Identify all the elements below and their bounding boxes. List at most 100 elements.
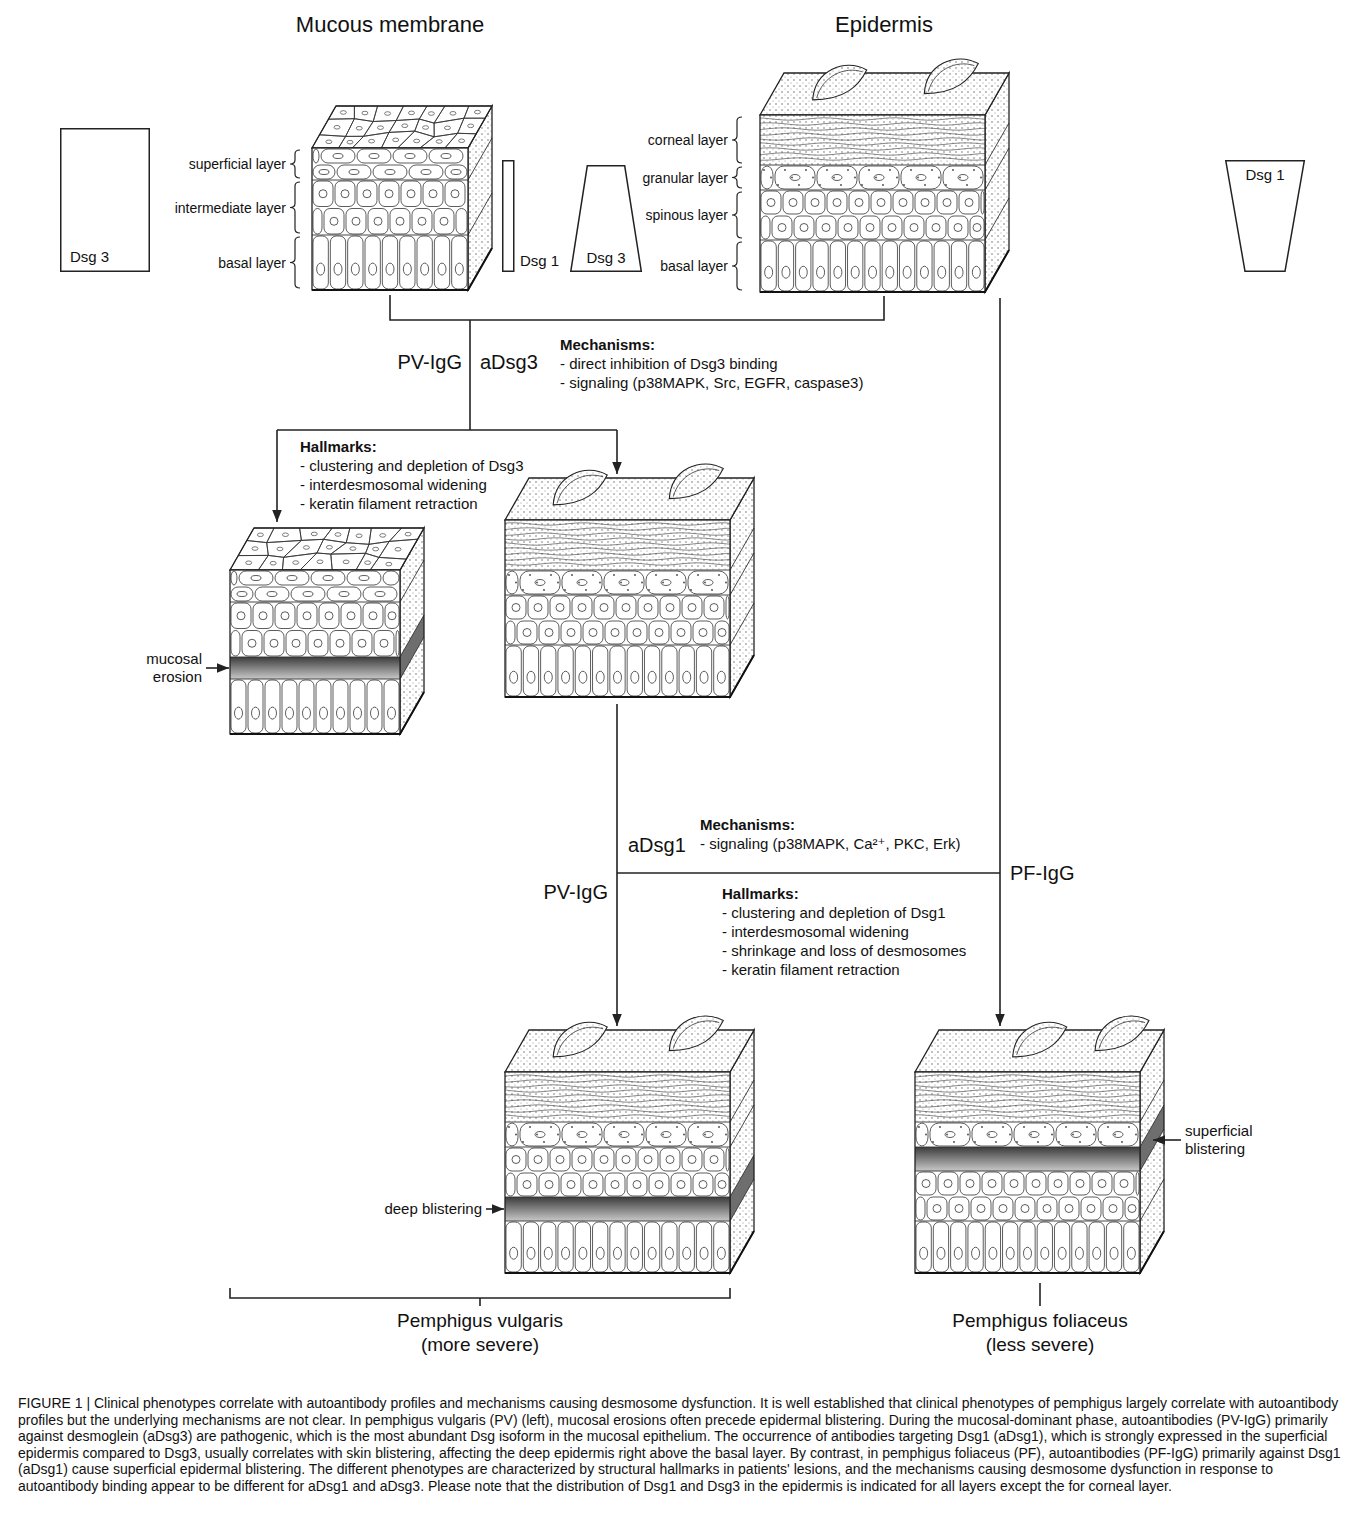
illustration-part <box>949 1197 969 1220</box>
illustration-part <box>253 603 273 629</box>
illustration-part <box>350 680 365 733</box>
layer-brace <box>732 117 742 163</box>
illustration-part <box>679 646 694 696</box>
illustration-part <box>320 707 328 719</box>
illustration-part <box>231 587 253 601</box>
illustration-part <box>937 1247 945 1259</box>
illustration-part <box>299 680 314 733</box>
illustration-part <box>868 169 870 171</box>
illustration-part <box>506 1173 515 1196</box>
illustration-part <box>690 1141 692 1143</box>
illustration-part <box>928 64 974 92</box>
illustration-part <box>988 1134 990 1136</box>
hallmark-text: - keratin filament retraction <box>722 961 900 979</box>
illustration-part <box>855 199 863 207</box>
illustration-part <box>875 177 877 179</box>
illustration-part <box>369 263 377 275</box>
illustration-part <box>400 236 415 289</box>
illustration-part <box>1002 1126 1004 1128</box>
illustration-part <box>611 1181 619 1189</box>
illustration-part <box>275 571 309 585</box>
illustration-part <box>326 545 332 549</box>
illustration-part <box>1114 1172 1134 1195</box>
illustration-part <box>558 646 573 696</box>
illustration-part <box>959 191 979 214</box>
illustration-part <box>251 576 261 581</box>
illustration-part <box>714 1222 729 1272</box>
illustration-part <box>284 539 324 557</box>
illustration-part <box>1128 1205 1136 1213</box>
illustration-part <box>248 680 263 733</box>
mechanism-heading: Mechanisms: <box>560 336 655 354</box>
illustration-part <box>505 478 754 520</box>
illustration-part <box>572 596 592 619</box>
illustration-part <box>553 1022 607 1057</box>
illustration-part <box>348 236 363 289</box>
illustration-part <box>960 1126 962 1128</box>
illustration-part <box>230 555 268 570</box>
illustration-part <box>1051 1134 1053 1136</box>
illustration-part <box>421 263 429 275</box>
illustration-part <box>312 235 468 236</box>
dsg-distribution-trapezoid: Dsg 3 <box>570 165 642 272</box>
illustration-part <box>385 603 399 629</box>
illustration-part <box>646 1123 686 1146</box>
illustration-part <box>889 169 891 171</box>
illustration-part <box>614 671 622 683</box>
illustration-part <box>1128 1126 1130 1128</box>
illustration-part <box>666 604 674 612</box>
illustration-part <box>436 140 442 144</box>
illustration-part <box>528 1148 548 1171</box>
hallmark-text-holder: - interdesmosomal widening <box>300 476 487 494</box>
illustration-part <box>363 190 371 198</box>
illustration-part <box>1076 1180 1084 1188</box>
layer-brace <box>290 182 300 233</box>
illustration-part <box>343 560 349 564</box>
illustration-part <box>921 199 929 207</box>
illustration-part <box>326 140 332 144</box>
illustration-part <box>816 216 836 239</box>
illustration-part <box>616 1148 636 1171</box>
illustration-part <box>505 1122 730 1123</box>
illustration-part <box>529 1126 531 1128</box>
illustration-part <box>388 612 396 620</box>
illustration-part <box>671 621 691 644</box>
illustration-part <box>1043 1205 1051 1213</box>
illustration-part <box>665 1247 673 1259</box>
hallmark-heading-holder: Hallmarks: <box>722 885 799 903</box>
illustration-part <box>505 1072 730 1273</box>
illustration-part <box>915 1147 1140 1148</box>
illustration-part <box>593 646 608 696</box>
illustration-part <box>313 165 335 179</box>
illustration-part <box>536 582 538 584</box>
illustration-part <box>683 1134 685 1136</box>
illustration-part <box>583 1173 603 1196</box>
illustration-part <box>1003 1222 1018 1272</box>
illustration-part <box>760 190 985 191</box>
illustration-part <box>341 603 361 629</box>
illustration-part <box>760 115 985 292</box>
caption-holder: FIGURE 1 | Clinical phenotypes correlate… <box>18 1395 1341 1494</box>
column-heading: Mucous membrane <box>296 12 484 38</box>
illustration-part <box>718 629 726 637</box>
illustration-part <box>966 1180 974 1188</box>
illustration-part <box>730 1155 754 1221</box>
illustration-part <box>710 1156 718 1164</box>
illustration-part <box>319 170 329 175</box>
illustration-part <box>505 523 730 525</box>
illustration-part <box>644 1222 659 1272</box>
column-heading-holder: Epidermis <box>835 12 933 38</box>
illustration-part <box>373 547 379 551</box>
illustration-part <box>899 199 907 207</box>
illustration-part <box>662 646 677 696</box>
illustration-part <box>1093 1134 1095 1136</box>
illustration-part <box>557 1027 603 1055</box>
illustration-part <box>515 582 517 584</box>
dsg-label: Dsg 1 <box>1245 166 1284 184</box>
illustration-part <box>943 199 951 207</box>
illustration-part <box>287 576 297 581</box>
illustration-part <box>383 571 399 585</box>
illustration-part <box>760 73 1009 115</box>
illustration-part <box>440 217 448 225</box>
illustration-part <box>605 1173 625 1196</box>
